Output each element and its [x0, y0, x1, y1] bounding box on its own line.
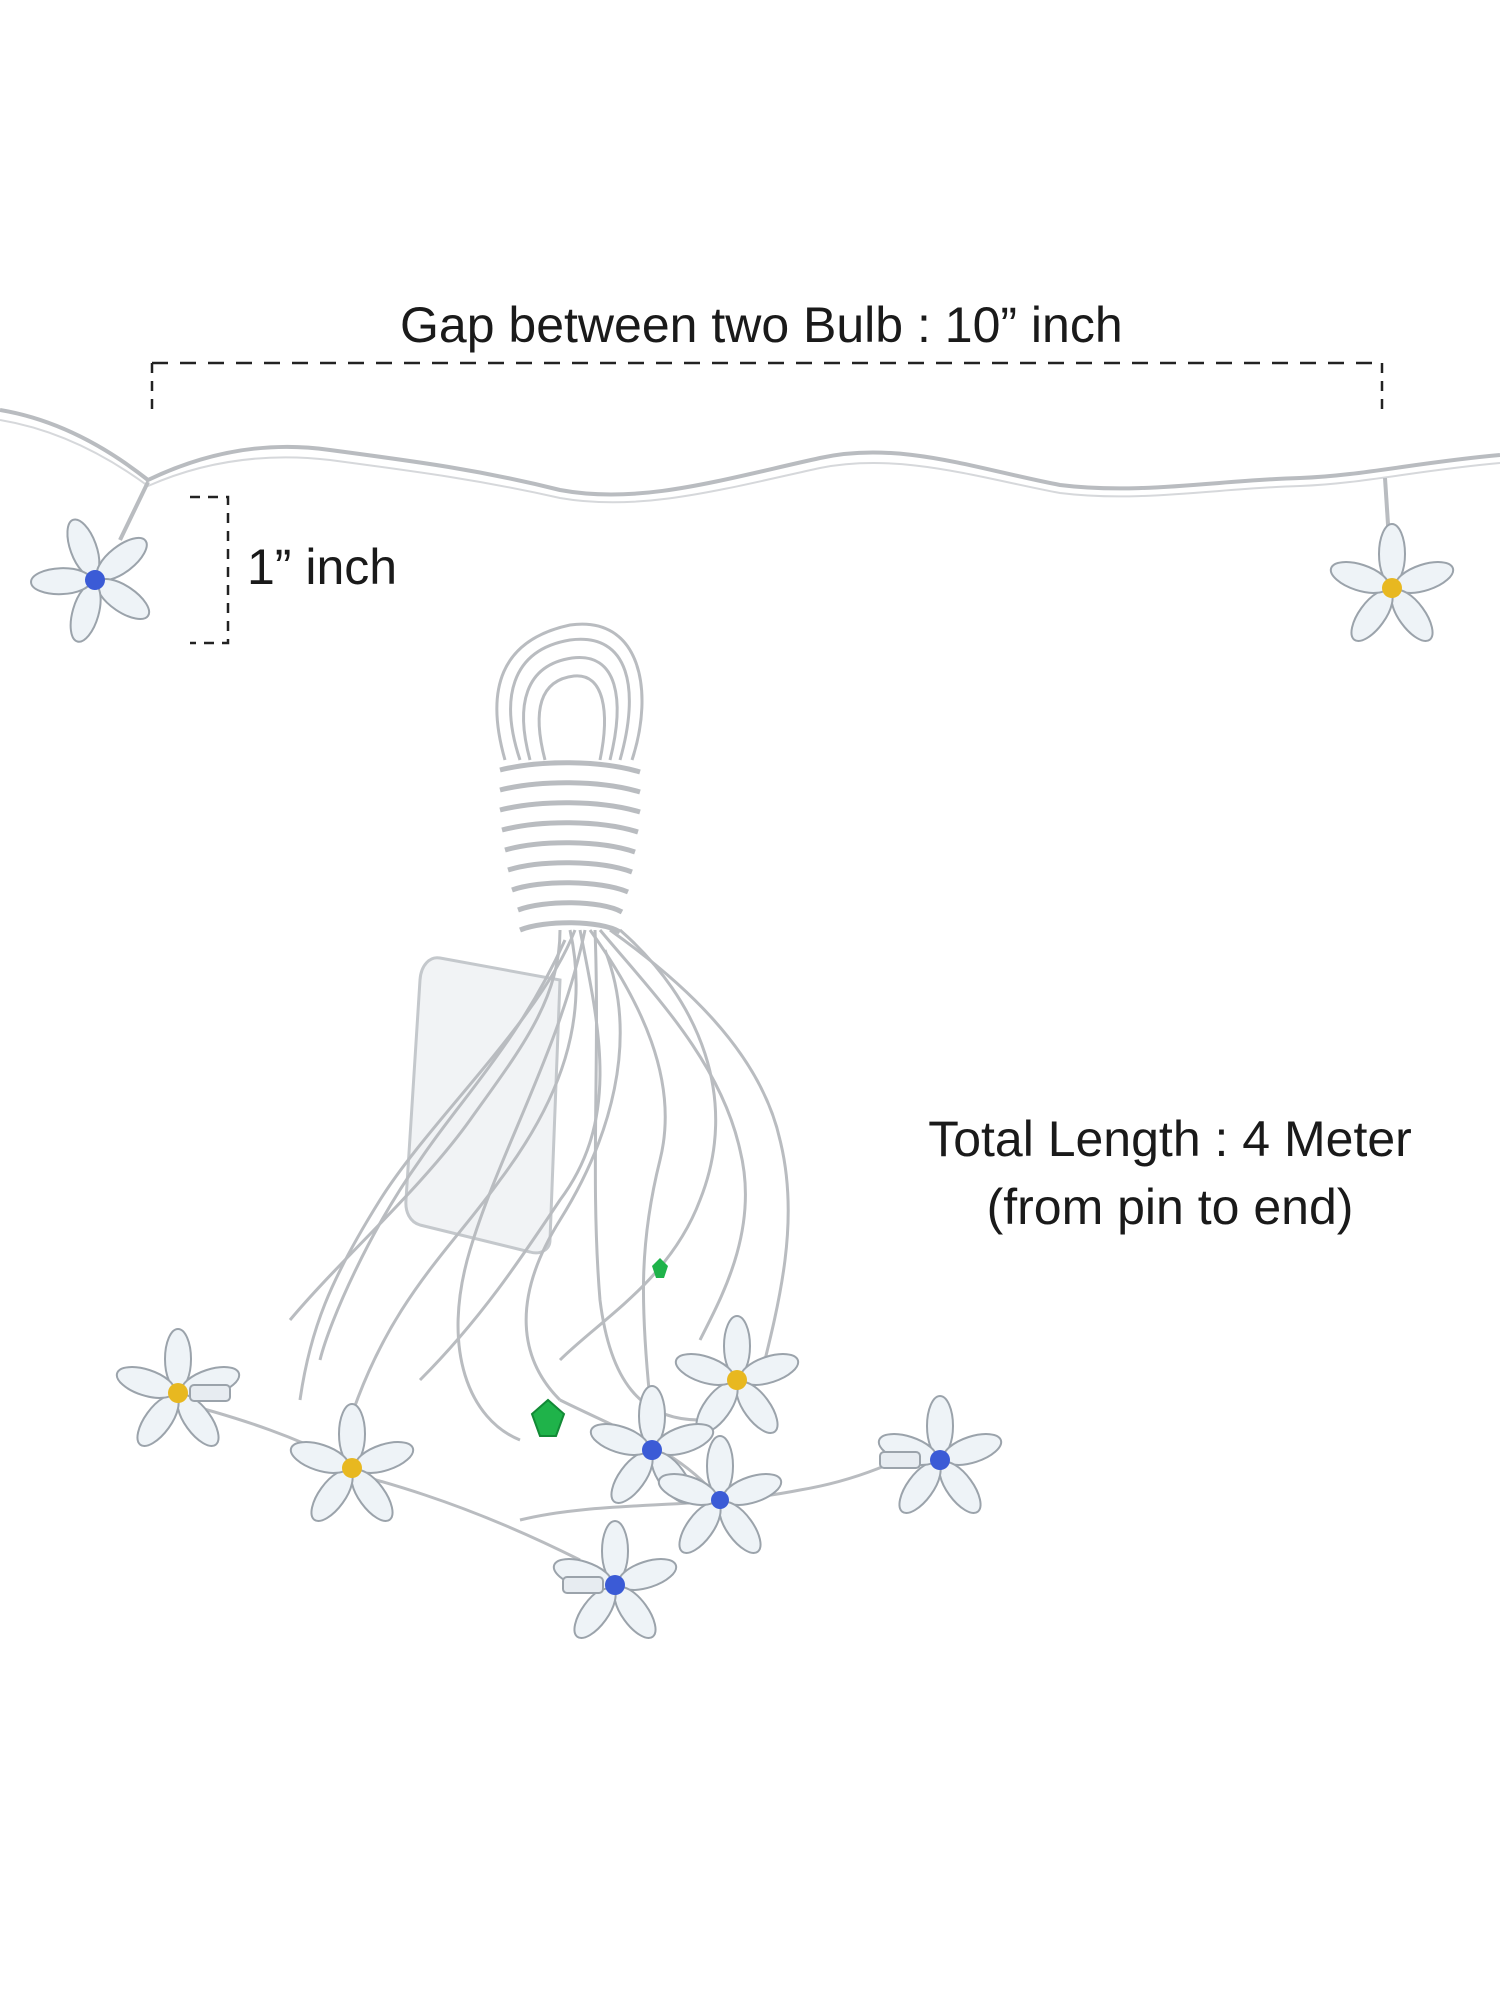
total-length-label: Total Length : 4 Meter: [928, 1111, 1412, 1167]
left-bulb: [11, 496, 178, 660]
bulb-yellow-right: [671, 1315, 803, 1441]
bulb-green-back: [652, 1258, 668, 1278]
total-length-block: Total Length : 4 Meter (from pin to end): [870, 1105, 1470, 1241]
dangling-wires: [169, 928, 941, 1562]
bulb-yellow-center-left: [286, 1403, 418, 1529]
height-dimension-bracket: [190, 495, 230, 645]
bulb-blue-right: [874, 1395, 1006, 1521]
right-bulb: [1326, 523, 1458, 649]
total-length-note: (from pin to end): [986, 1179, 1354, 1235]
battery-box: [404, 956, 562, 1255]
bulb-yellow-left: [112, 1328, 244, 1454]
height-label: 1” inch: [247, 539, 398, 595]
bulb-blue-bottom: [549, 1520, 681, 1646]
gap-label: Gap between two Bulb : 10” inch: [400, 297, 1123, 353]
gap-dimension-line: [150, 361, 1384, 410]
bulb-green-center: [530, 1398, 566, 1437]
coiled-wire-bundle: [495, 622, 644, 935]
bulb-blue-center: [586, 1385, 718, 1511]
bulb-blue-center-right: [654, 1435, 786, 1561]
top-wire: [0, 408, 1500, 556]
